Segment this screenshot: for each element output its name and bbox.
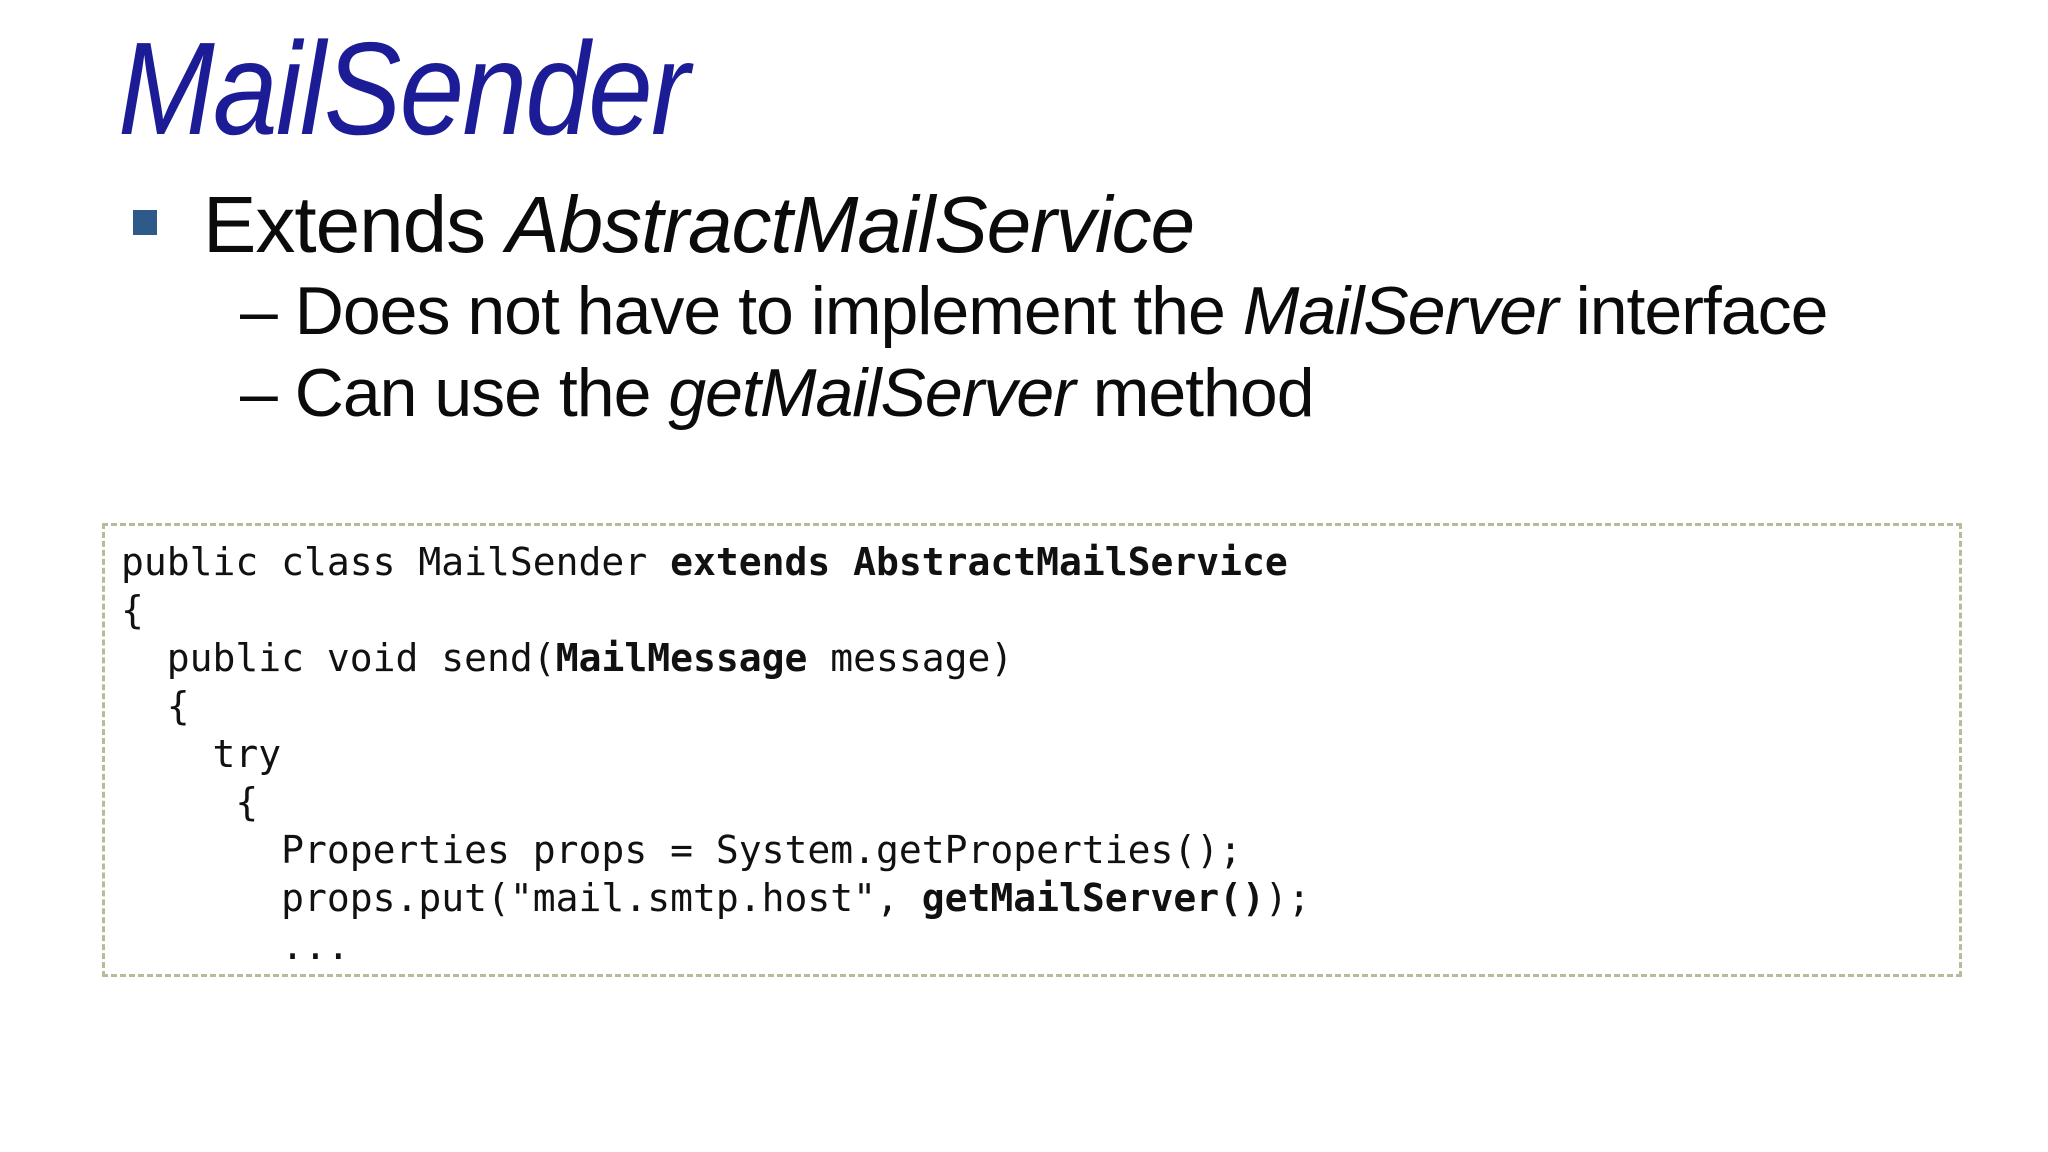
code-segment: public void send(	[121, 636, 556, 680]
sub-bullet-2: – Can use the getMailServer method	[240, 359, 1315, 427]
code-segment: message)	[807, 636, 1014, 680]
code-segment: extends AbstractMailService	[670, 540, 1288, 584]
code-segment: Properties props = System.getProperties(…	[121, 828, 1243, 872]
text-segment: – Does not have to implement the	[240, 273, 1243, 349]
page-title: MailSender	[118, 15, 690, 162]
text-segment: AbstractMailService	[506, 180, 1195, 269]
code-line: public class MailSender extends Abstract…	[121, 538, 1959, 586]
bullet-main-text: Extends AbstractMailService	[203, 185, 1195, 265]
code-segment: {	[121, 780, 259, 824]
code-segment: try	[121, 732, 282, 776]
sub-bullet-1: – Does not have to implement the MailSer…	[240, 277, 1828, 345]
code-segment: {	[121, 588, 144, 632]
bullet-square-icon	[133, 210, 157, 235]
code-line: ...	[121, 922, 1959, 970]
code-line: try	[121, 730, 1959, 778]
code-line: Properties props = System.getProperties(…	[121, 826, 1959, 874]
code-segment: );	[1264, 876, 1311, 920]
text-segment: method	[1074, 355, 1315, 431]
text-segment: – Can use the	[240, 355, 669, 431]
code-block: public class MailSender extends Abstract…	[102, 523, 1962, 977]
code-segment: props.put("mail.smtp.host",	[121, 876, 922, 920]
code-line: {	[121, 682, 1959, 730]
code-segment: getMailServer()	[921, 876, 1265, 920]
text-segment: interface	[1557, 273, 1829, 349]
text-segment: MailServer	[1242, 273, 1559, 349]
code-segment: {	[121, 684, 190, 728]
code-line: public void send(MailMessage message)	[121, 634, 1959, 682]
text-segment: Extends	[203, 180, 507, 269]
code-segment: public class MailSender	[121, 540, 671, 584]
code-line: {	[121, 778, 1959, 826]
code-line: props.put("mail.smtp.host", getMailServe…	[121, 874, 1959, 922]
code-segment: MailMessage	[555, 636, 808, 680]
text-segment: getMailServer	[668, 355, 1075, 431]
code-segment: ...	[121, 924, 350, 968]
code-line: {	[121, 586, 1959, 634]
